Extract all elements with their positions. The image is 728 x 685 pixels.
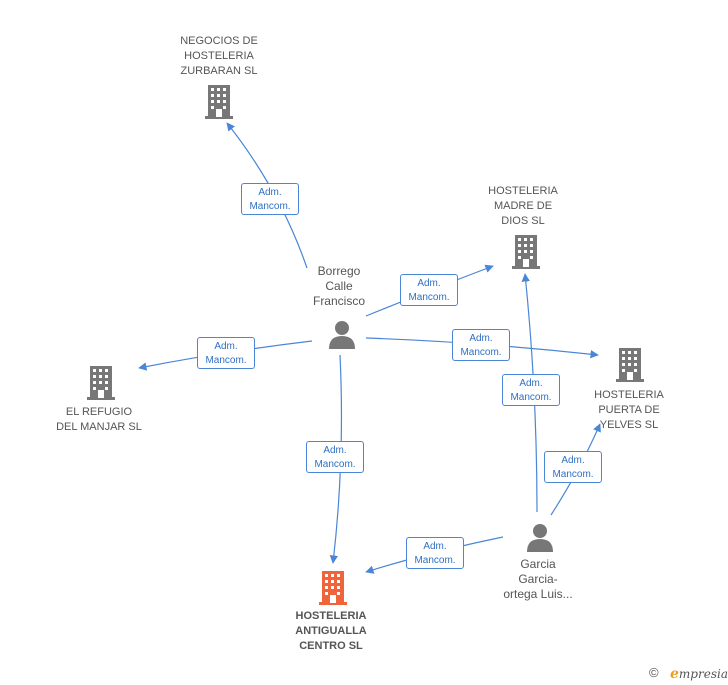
node-label-line: MADRE DE <box>493 200 553 212</box>
edge-label-borrego-negocios[interactable]: Adm. Mancom. <box>241 183 299 215</box>
edge-label-role-type: Mancom. <box>414 555 456 566</box>
node-label-line: PUERTA DE <box>598 404 660 416</box>
node-label-garcia[interactable]: Garcia Garcia- ortega Luis... <box>493 557 583 602</box>
node-label-line: HOSTELERIA <box>184 50 254 62</box>
building-icon <box>87 366 115 400</box>
copyright-symbol: © <box>649 665 659 680</box>
node-label-line: Borrego <box>317 264 361 278</box>
node-label-line: DEL MANJAR SL <box>56 421 142 433</box>
node-label-borrego[interactable]: Borrego Calle Francisco <box>294 264 384 309</box>
edge-label-role: Adm. <box>214 341 238 352</box>
node-label-refugio[interactable]: EL REFUGIO DEL MANJAR SL <box>44 405 154 435</box>
edge-label-role: Adm. <box>423 541 447 552</box>
person-icon <box>527 524 553 552</box>
empresia-logo[interactable]: empresia <box>670 666 728 682</box>
node-label-line: YELVES SL <box>599 419 659 431</box>
edge-label-role-type: Mancom. <box>249 201 291 212</box>
edge-label-role-type: Mancom. <box>205 355 247 366</box>
edge-label-role-type: Mancom. <box>552 469 594 480</box>
edge-label-role-type: Mancom. <box>314 459 356 470</box>
node-label-line: DIOS SL <box>501 215 545 227</box>
node-label-line: NEGOCIOS DE <box>180 35 258 47</box>
edge-label-role: Adm. <box>323 445 347 456</box>
node-label-line: HOSTELERIA <box>295 610 367 622</box>
node-label-line: ortega Luis... <box>503 587 573 601</box>
edge-label-role-type: Mancom. <box>460 347 502 358</box>
edge-label-garcia-puerta[interactable]: Adm. Mancom. <box>544 451 602 483</box>
edge-label-borrego-puerta[interactable]: Adm. Mancom. <box>452 329 510 361</box>
node-label-madre[interactable]: HOSTELERIA MADRE DE DIOS SL <box>468 184 578 229</box>
node-label-line: HOSTELERIA <box>488 185 558 197</box>
brand-name: mpresia <box>678 667 728 681</box>
edge-label-garcia-antigualla[interactable]: Adm. Mancom. <box>406 537 464 569</box>
building-icon <box>205 85 233 119</box>
brand-initial: e <box>670 666 679 682</box>
building-icon <box>512 235 540 269</box>
edge-label-borrego-antigualla[interactable]: Adm. Mancom. <box>306 441 364 473</box>
building-icon <box>616 348 644 382</box>
node-label-line: ANTIGUALLA <box>295 625 367 637</box>
node-label-line: Garcia <box>520 557 556 571</box>
node-label-line: ZURBARAN SL <box>180 65 258 77</box>
node-label-line: CENTRO SL <box>299 640 363 652</box>
node-label-line: Calle <box>325 279 353 293</box>
edge-label-role-type: Mancom. <box>408 292 450 303</box>
node-label-line: Garcia- <box>518 572 558 586</box>
edge-label-role: Adm. <box>561 455 585 466</box>
edge-label-role: Adm. <box>519 378 543 389</box>
person-icon <box>329 321 355 349</box>
node-label-puerta[interactable]: HOSTELERIA PUERTA DE YELVES SL <box>574 388 684 433</box>
node-label-antigualla[interactable]: HOSTELERIA ANTIGUALLA CENTRO SL <box>276 609 386 654</box>
edge-label-role: Adm. <box>469 333 493 344</box>
node-label-line: HOSTELERIA <box>594 389 664 401</box>
node-label-line: EL REFUGIO <box>65 406 133 418</box>
main-building-icon <box>319 571 347 605</box>
edge-label-role-type: Mancom. <box>510 392 552 403</box>
node-label-negocios[interactable]: NEGOCIOS DE HOSTELERIA ZURBARAN SL <box>164 34 274 79</box>
node-label-line: Francisco <box>312 294 365 308</box>
edge-label-borrego-madre[interactable]: Adm. Mancom. <box>400 274 458 306</box>
edge-label-garcia-madre[interactable]: Adm. Mancom. <box>502 374 560 406</box>
edge-label-role: Adm. <box>417 278 441 289</box>
edge-label-borrego-refugio[interactable]: Adm. Mancom. <box>197 337 255 369</box>
edge-label-role: Adm. <box>258 187 282 198</box>
